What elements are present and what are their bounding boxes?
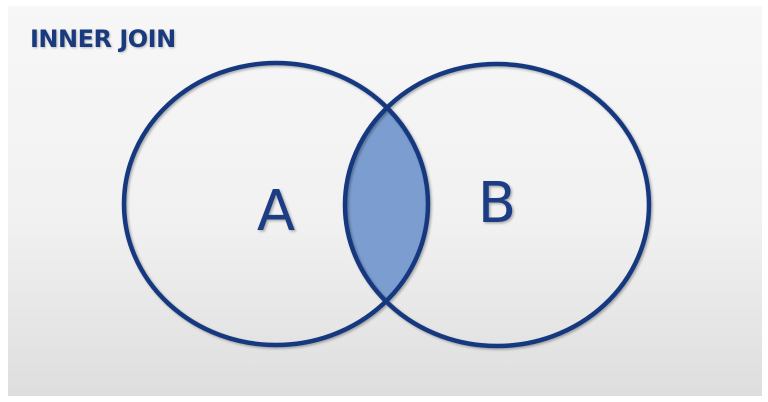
set-b-label: B [478, 171, 516, 236]
diagram-title: INNER JOIN [30, 25, 176, 53]
set-a-label: A [257, 179, 295, 244]
set-a-circle [121, 60, 431, 348]
set-b-circle [342, 61, 652, 349]
